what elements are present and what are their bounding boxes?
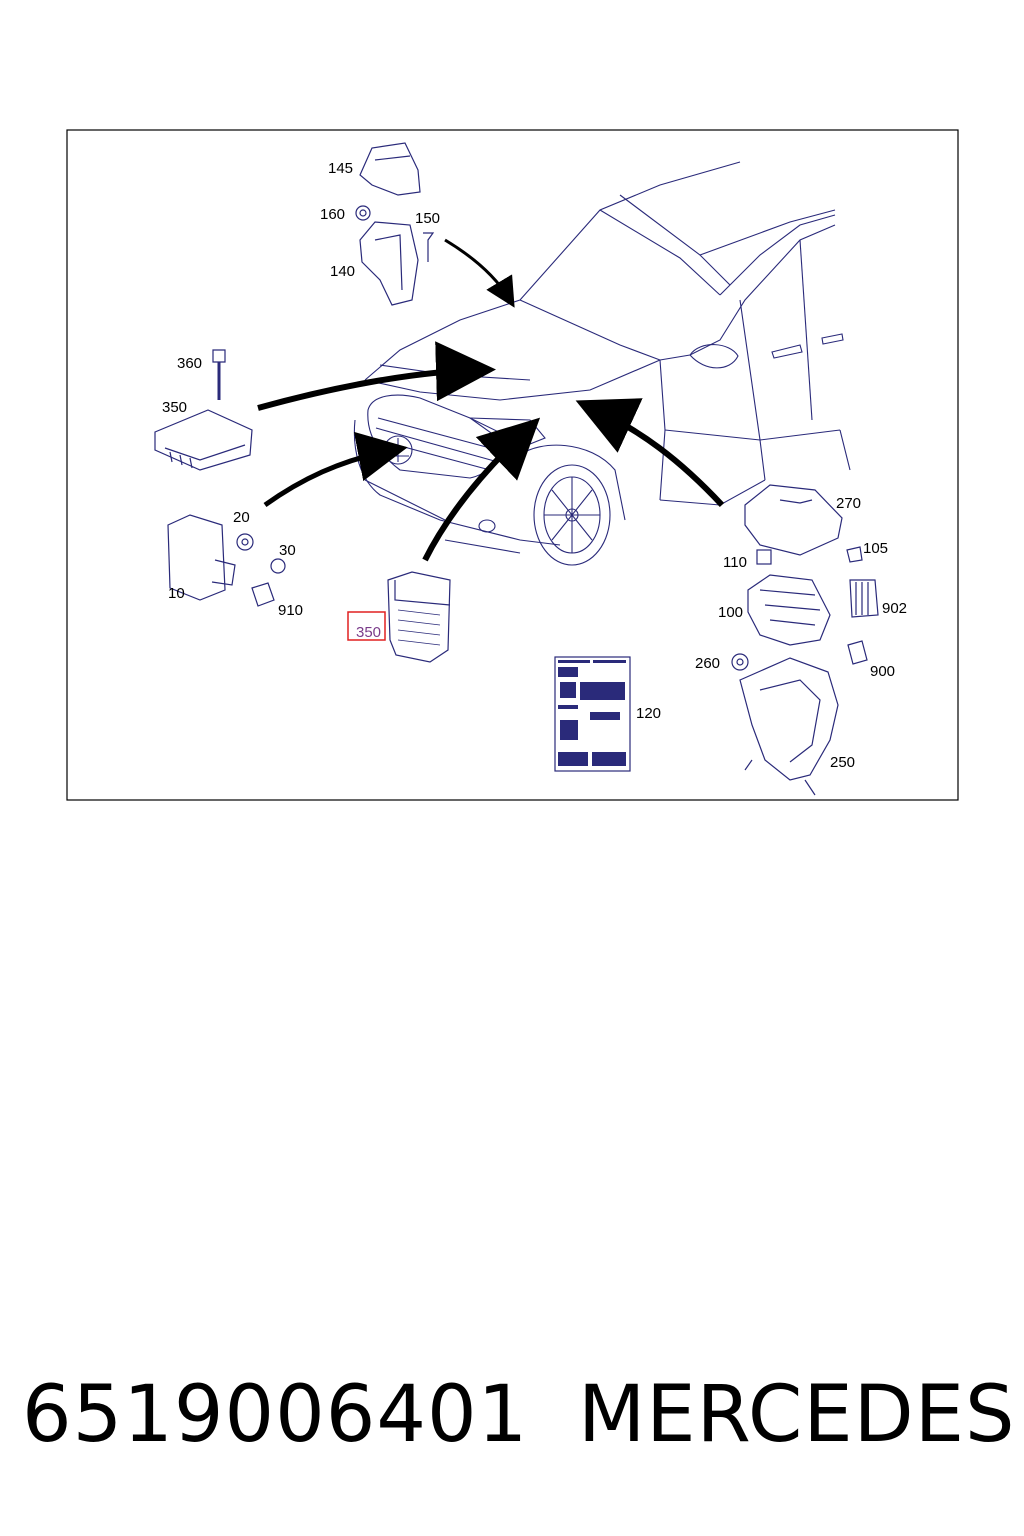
part-30-clip [270, 558, 286, 574]
callout-250[interactable]: 250 [830, 754, 855, 771]
part-350-ecu [154, 409, 253, 471]
arrow-10-to-car [263, 431, 408, 508]
callout-105[interactable]: 105 [863, 540, 888, 557]
callout-145[interactable]: 145 [328, 160, 353, 177]
arrow-140-to-car [444, 238, 515, 308]
part-902-fuses [849, 579, 879, 618]
callout-900[interactable]: 900 [870, 663, 895, 680]
callout-910[interactable]: 910 [278, 602, 303, 619]
highlight-box [347, 611, 386, 641]
callout-100[interactable]: 100 [718, 604, 743, 621]
part-145-cover [359, 142, 421, 196]
arrow-350b-to-car [422, 417, 541, 562]
diagram-frame [66, 129, 959, 801]
arrows [257, 238, 725, 562]
part-10-sensor [167, 514, 226, 601]
callout-110[interactable]: 110 [723, 554, 747, 571]
car-illustration [353, 161, 851, 566]
callout-902[interactable]: 902 [882, 600, 907, 617]
part-105-fuse [846, 546, 863, 563]
callout-360[interactable]: 360 [177, 355, 202, 372]
arrow-350-to-car [257, 341, 496, 411]
part-number: 6519006401 [22, 1370, 529, 1460]
callout-120[interactable]: 120 [636, 705, 661, 722]
callout-labels: 145 160 150 140 360 350 20 30 10 910 350… [162, 160, 907, 771]
part-270-cover [744, 484, 843, 556]
part-910-label [251, 582, 275, 607]
parts [154, 142, 879, 796]
arrow-270-to-car [575, 398, 725, 508]
part-140-module [359, 221, 419, 306]
callout-150[interactable]: 150 [415, 210, 440, 227]
callout-20[interactable]: 20 [233, 509, 250, 526]
callout-140[interactable]: 140 [330, 263, 355, 280]
callout-270[interactable]: 270 [836, 495, 861, 512]
part-360-bolt [212, 349, 226, 363]
callout-350[interactable]: 350 [162, 399, 187, 416]
part-100-fusebox [747, 574, 831, 646]
callout-350-highlighted[interactable]: 350 [356, 624, 381, 641]
part-900-label [847, 640, 868, 665]
footer-caption: 6519006401 MERCEDES [22, 1370, 1015, 1470]
parts-diagram: 145 160 150 140 360 350 20 30 10 910 350… [66, 129, 959, 801]
part-110-relay [756, 549, 772, 565]
callout-10[interactable]: 10 [168, 585, 185, 602]
callout-160[interactable]: 160 [320, 206, 345, 223]
part-250-bracket [739, 657, 839, 781]
callout-30[interactable]: 30 [279, 542, 296, 559]
part-150-screw [423, 232, 435, 262]
callout-260[interactable]: 260 [695, 655, 720, 672]
brand-name: MERCEDES [578, 1370, 1016, 1460]
part-350b-ecu [387, 571, 451, 663]
